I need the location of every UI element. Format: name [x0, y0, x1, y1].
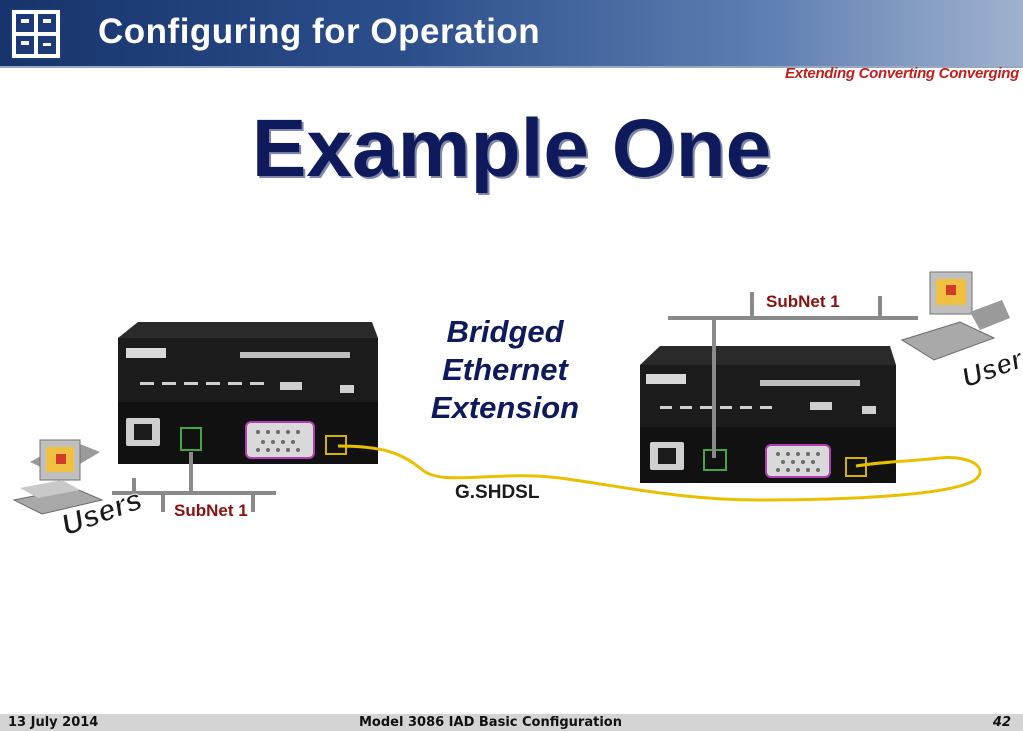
bridged-line-1: Bridged: [446, 314, 564, 349]
header-bar: Configuring for Operation: [0, 0, 1023, 66]
footer-document-title: Model 3086 IAD Basic Configuration: [359, 715, 622, 730]
right-user-computer: [900, 271, 1010, 361]
patton-logo: [10, 8, 62, 60]
gshdsl-label: G.SHDSL: [455, 482, 540, 503]
footer-page-number: 42: [992, 715, 1011, 730]
right-router-image: [640, 346, 896, 483]
footer-date: 13 July 2014: [8, 715, 99, 730]
header-divider: [0, 66, 1023, 68]
slide-title: Example One: [251, 103, 772, 194]
bridged-ethernet-extension-label: Bridged Ethernet Extension: [395, 313, 615, 427]
right-subnet-bus: [668, 292, 918, 458]
bridged-line-2: Ethernet: [442, 352, 568, 387]
subnet-right-label: SubNet 1: [766, 292, 840, 311]
company-tagline: Extending Converting Converging: [784, 65, 1019, 82]
bridged-line-3: Extension: [430, 390, 580, 425]
left-subnet-bus: [112, 452, 276, 512]
left-router-image: [118, 322, 378, 464]
subnet-left-label: SubNet 1: [174, 501, 248, 520]
header-title: Configuring for Operation: [98, 12, 541, 51]
left-user-computer: [12, 439, 104, 515]
gshdsl-cable: [337, 444, 982, 502]
footer-bar: 13 July 2014 Model 3086 IAD Basic Config…: [0, 714, 1023, 731]
